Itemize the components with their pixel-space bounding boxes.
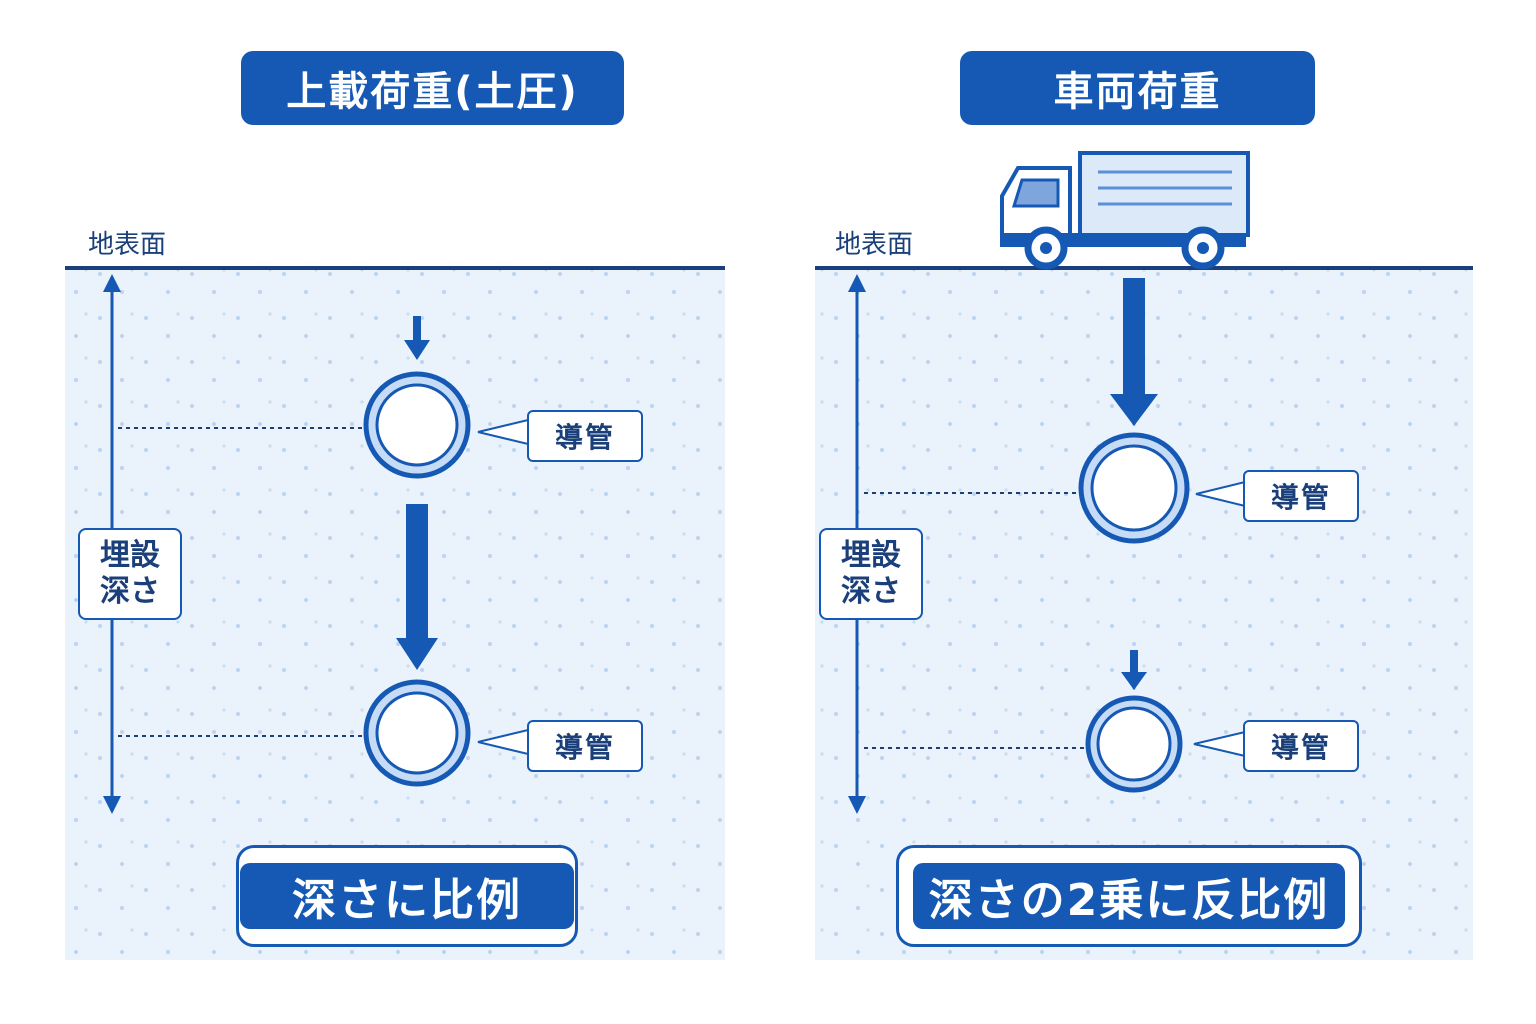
right-depth-label: 埋設 深さ — [819, 528, 923, 620]
left-surface-label: 地表面 — [88, 230, 167, 260]
right-lower-pipe-label: 導管 — [1243, 720, 1359, 772]
right-title: 車両荷重 — [960, 51, 1315, 125]
right-depth-label-line2: 深さ — [841, 574, 901, 609]
left-depth-label: 埋設 深さ — [78, 528, 182, 620]
left-depth-label-line2: 深さ — [100, 574, 160, 609]
left-small-down-arrow-icon — [404, 316, 430, 360]
truck-icon — [1000, 151, 1250, 270]
right-surface-label: 地表面 — [835, 230, 914, 260]
left-lower-pipe-label: 導管 — [527, 720, 643, 772]
right-result-text: 深さの2乗に反比例 — [913, 863, 1345, 929]
right-result-box: 深さの2乗に反比例 — [896, 845, 1362, 947]
right-small-down-arrow-icon — [1121, 650, 1147, 690]
left-result-box: 深さに比例 — [236, 845, 578, 947]
right-upper-pipe-label: 導管 — [1243, 470, 1359, 522]
right-depth-label-line1: 埋設 — [841, 538, 901, 573]
left-large-down-arrow-icon — [396, 504, 438, 670]
left-upper-pipe — [363, 371, 471, 479]
left-title: 上載荷重(土圧) — [241, 51, 624, 125]
right-upper-pipe — [1078, 432, 1190, 544]
left-result-text: 深さに比例 — [240, 863, 574, 929]
right-large-down-arrow-icon — [1110, 278, 1158, 426]
right-lower-pipe — [1085, 695, 1183, 793]
left-lower-pipe — [363, 679, 471, 787]
left-depth-label-line1: 埋設 — [100, 538, 160, 573]
left-upper-pipe-label: 導管 — [527, 410, 643, 462]
